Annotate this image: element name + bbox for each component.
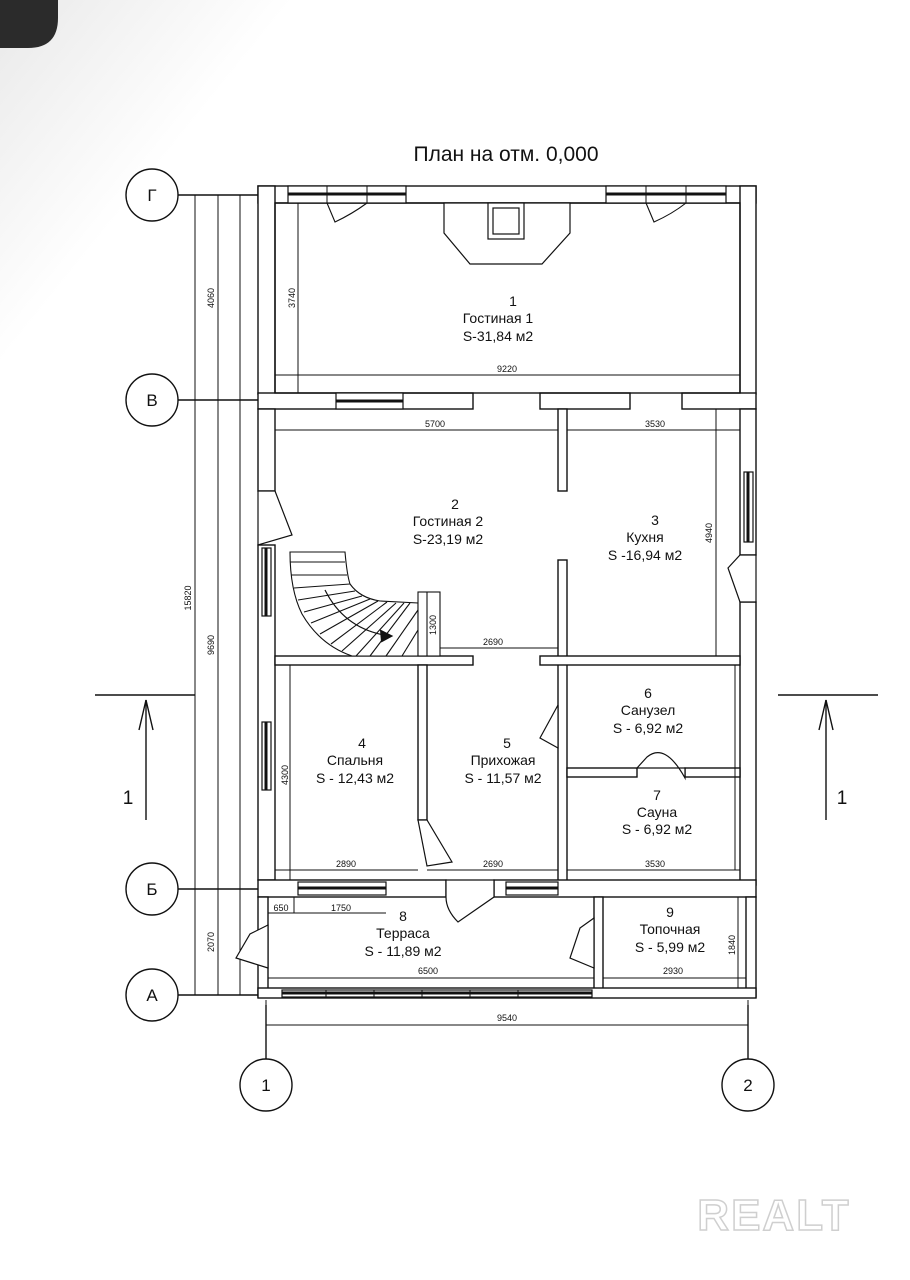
axis-label-v: В bbox=[146, 391, 157, 410]
room-2-num: 2 bbox=[451, 496, 459, 512]
corner-tab bbox=[0, 0, 58, 48]
plan-title: План на отм. 0,000 bbox=[413, 143, 598, 166]
room-5-num: 5 bbox=[503, 735, 511, 751]
room-8-num: 8 bbox=[399, 908, 407, 924]
room-3-name: Кухня bbox=[626, 529, 663, 545]
dim-3530-bottom: 3530 bbox=[645, 859, 665, 869]
room-4-name: Спальня bbox=[327, 752, 383, 768]
room-labels: 1 Гостиная 1 S-31,84 м2 2 Гостиная 2 S-2… bbox=[316, 293, 705, 959]
dim-1750: 1750 bbox=[331, 903, 351, 913]
fireplace bbox=[443, 202, 571, 265]
dim-2890: 2890 bbox=[336, 859, 356, 869]
dim-2070: 2070 bbox=[206, 932, 216, 952]
page-shadow bbox=[0, 0, 420, 520]
left-dimension-lines bbox=[188, 194, 258, 996]
dim-2690-top: 2690 bbox=[483, 637, 503, 647]
section-marker-right bbox=[778, 694, 878, 820]
axis-label-g: Г bbox=[147, 186, 156, 205]
axis-label-1: 1 bbox=[261, 1076, 270, 1095]
room-1-area: S-31,84 м2 bbox=[463, 328, 534, 344]
window-sashes bbox=[326, 202, 687, 223]
axis-label-b: Б bbox=[146, 880, 157, 899]
room-5-area: S - 11,57 м2 bbox=[464, 770, 541, 786]
doors bbox=[235, 490, 757, 969]
dim-2690-bottom: 2690 bbox=[483, 859, 503, 869]
room-3-area: S -16,94 м2 bbox=[608, 547, 682, 563]
section-label-left: 1 bbox=[123, 788, 134, 809]
dim-9540: 9540 bbox=[497, 1013, 517, 1023]
dimension-labels: 9220 3740 5700 3530 4940 1300 2690 4300 … bbox=[273, 288, 737, 976]
dim-15820: 15820 bbox=[183, 585, 193, 610]
room-2-name: Гостиная 2 bbox=[413, 513, 484, 529]
inner-dimension-lines bbox=[268, 203, 746, 988]
room-4-area: S - 12,43 м2 bbox=[316, 770, 394, 786]
room-6-name: Санузел bbox=[621, 702, 676, 718]
room-5-name: Прихожая bbox=[471, 752, 536, 768]
dim-4940: 4940 bbox=[704, 523, 714, 543]
room-2-area: S-23,19 м2 bbox=[413, 531, 484, 547]
dim-3740: 3740 bbox=[287, 288, 297, 308]
dim-5700: 5700 bbox=[425, 419, 445, 429]
room-6-area: S - 6,92 м2 bbox=[613, 720, 684, 736]
staircase bbox=[289, 551, 441, 657]
room-6-num: 6 bbox=[644, 685, 652, 701]
dim-9690: 9690 bbox=[206, 635, 216, 655]
room-1-num: 1 bbox=[509, 293, 517, 309]
bottom-dimension-line bbox=[265, 1000, 749, 1030]
room-8-name: Терраса bbox=[376, 925, 430, 941]
dim-3530-top: 3530 bbox=[645, 419, 665, 429]
section-label-right: 1 bbox=[837, 788, 848, 809]
axis-label-a: А bbox=[146, 986, 158, 1005]
dim-650: 650 bbox=[273, 903, 288, 913]
dim-9220: 9220 bbox=[497, 364, 517, 374]
room-3-num: 3 bbox=[651, 512, 659, 528]
dim-6500: 6500 bbox=[418, 966, 438, 976]
window-mullions bbox=[325, 186, 687, 997]
dim-1300: 1300 bbox=[428, 615, 438, 635]
room-7-name: Сауна bbox=[637, 804, 678, 820]
stair-arrow bbox=[324, 589, 394, 643]
room-8-area: S - 11,89 м2 bbox=[364, 943, 441, 959]
room-7-num: 7 bbox=[653, 787, 661, 803]
window-glazing bbox=[264, 192, 750, 995]
realt-watermark-logo: REALT bbox=[697, 1191, 850, 1240]
room-9-num: 9 bbox=[666, 904, 674, 920]
room-1-name: Гостиная 1 bbox=[463, 310, 534, 326]
room-4-num: 4 bbox=[358, 735, 366, 751]
dim-2930: 2930 bbox=[663, 966, 683, 976]
dim-4300: 4300 bbox=[280, 765, 290, 785]
room-9-area: S - 5,99 м2 bbox=[635, 939, 706, 955]
axis-label-2: 2 bbox=[743, 1076, 752, 1095]
room-9-name: Топочная bbox=[640, 921, 701, 937]
dim-1840: 1840 bbox=[727, 935, 737, 955]
room-7-area: S - 6,92 м2 bbox=[622, 821, 693, 837]
section-marker-left bbox=[95, 694, 195, 820]
dim-4060: 4060 bbox=[206, 288, 216, 308]
